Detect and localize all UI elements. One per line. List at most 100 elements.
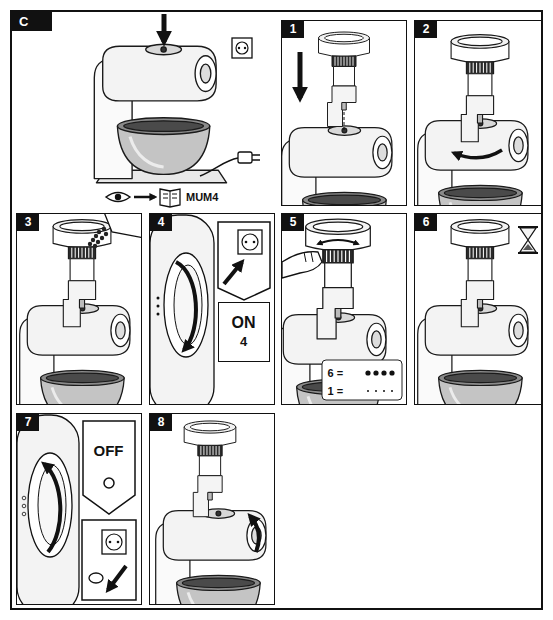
speed-setting-illustration [367,390,369,392]
attach-mill-illustration [298,52,303,98]
switch-on-illustration [242,234,258,250]
switch-off-illustration [22,504,26,508]
switch-on-illustration [150,215,270,404]
switch-off-illustration [17,415,79,604]
step-panel: 1 [281,20,407,206]
step-number: 2 [415,21,437,38]
fill-grain-illustration [93,244,97,248]
step-number: 8 [150,414,172,431]
switch-on-illustration [157,297,160,300]
speed-setting-illustration [304,252,313,262]
speed-setting-illustration [373,370,378,375]
step-number: 5 [282,214,304,231]
speed-setting-illustration [282,252,322,278]
lock-mill-illustration [454,150,502,158]
fill-grain-illustration [97,230,101,234]
switch-on-illustration [224,262,242,284]
switch-off-box: OFF [82,420,136,515]
fill-grain-illustration [104,232,108,236]
grinding-illustration [520,228,536,252]
attach-mill-illustration [282,32,401,205]
grinding-illustration [518,227,538,253]
switch-off-illustration [82,520,136,600]
switch-off-illustration [44,464,60,552]
step-number: 6 [415,214,437,231]
switch-state: ON [232,313,256,333]
grinding-illustration [523,244,533,250]
speed-setting-illustration [322,360,402,400]
fill-grain-illustration [53,220,111,327]
lock-mill-illustration [418,35,538,205]
step-number: 4 [150,214,172,231]
fill-grain-illustration [94,234,98,238]
switch-on-box: ON4 [218,302,270,362]
step-number: 7 [17,414,39,431]
fill-grain-illustration [104,214,141,238]
step-panel: 2 [414,20,542,206]
switch-off-illustration [22,512,26,516]
overview-illustration [236,42,248,54]
overview-illustration [163,191,177,207]
speed-level: 1 = [328,382,402,400]
speed-setting-box: 6 =1 = [322,360,402,400]
fill-grain-illustration [88,242,92,246]
grinding-illustration [418,220,538,404]
remove-mill-illustration [156,421,274,604]
speed-setting-illustration [282,219,402,404]
switch-on-illustration [218,222,270,300]
step-panel: 6 [414,213,542,405]
speed-setting-illustration [365,370,370,375]
switch-on-illustration [157,305,160,308]
switch-on-illustration [150,215,214,404]
overview-illustration [232,38,252,58]
switch-off-illustration [108,566,126,590]
speed-setting-illustration [306,219,371,339]
attach-mill-illustration [282,126,401,205]
remove-mill-illustration [250,516,259,552]
step-number: 1 [282,21,304,38]
switch-on-illustration [253,241,256,244]
switch-off-illustration [28,453,72,557]
speed-setting-illustration [381,370,386,375]
grinding-illustration [451,220,509,327]
overview-illustration [238,47,240,49]
overview-illustration [94,44,226,183]
fill-grain-illustration [88,227,108,248]
switch-off-illustration [17,415,136,604]
figure-letter: C [12,12,52,31]
switch-on-illustration [238,230,262,254]
switch-on-illustration [157,313,160,316]
overview-illustration [200,158,238,176]
manual-reference: MUM4 [186,190,218,204]
overview-illustration [244,47,246,49]
attach-mill-illustration [319,32,370,127]
switch-on-illustration [245,241,248,244]
speed-level: 6 = [328,364,402,382]
overview-illustration [238,152,252,163]
fill-grain-illustration [100,236,104,240]
remove-mill-illustration [156,509,274,604]
fill-grain-illustration [96,240,100,244]
switch-on-illustration [164,253,208,357]
switch-off-illustration [22,496,26,500]
remove-mill-illustration [184,421,236,517]
overview-illustration [134,196,155,199]
step-panel: 4ON4 [149,213,275,405]
pentagon-outline [83,421,135,514]
speed-setting-illustration [389,370,394,375]
speed-setting-illustration [365,370,394,392]
overview-illustration [115,194,121,200]
switch-off-illustration [109,541,112,544]
switch-off-illustration [106,534,122,550]
overview-illustration [162,14,167,42]
switch-on-illustration [176,262,196,350]
speed-setting-illustration [318,240,358,244]
step-panel: 7 OFF [16,413,142,605]
fill-grain-illustration [20,214,141,404]
speed-setting-illustration [375,390,377,392]
step-number: 3 [17,214,39,231]
overview-illustration [252,155,260,160]
